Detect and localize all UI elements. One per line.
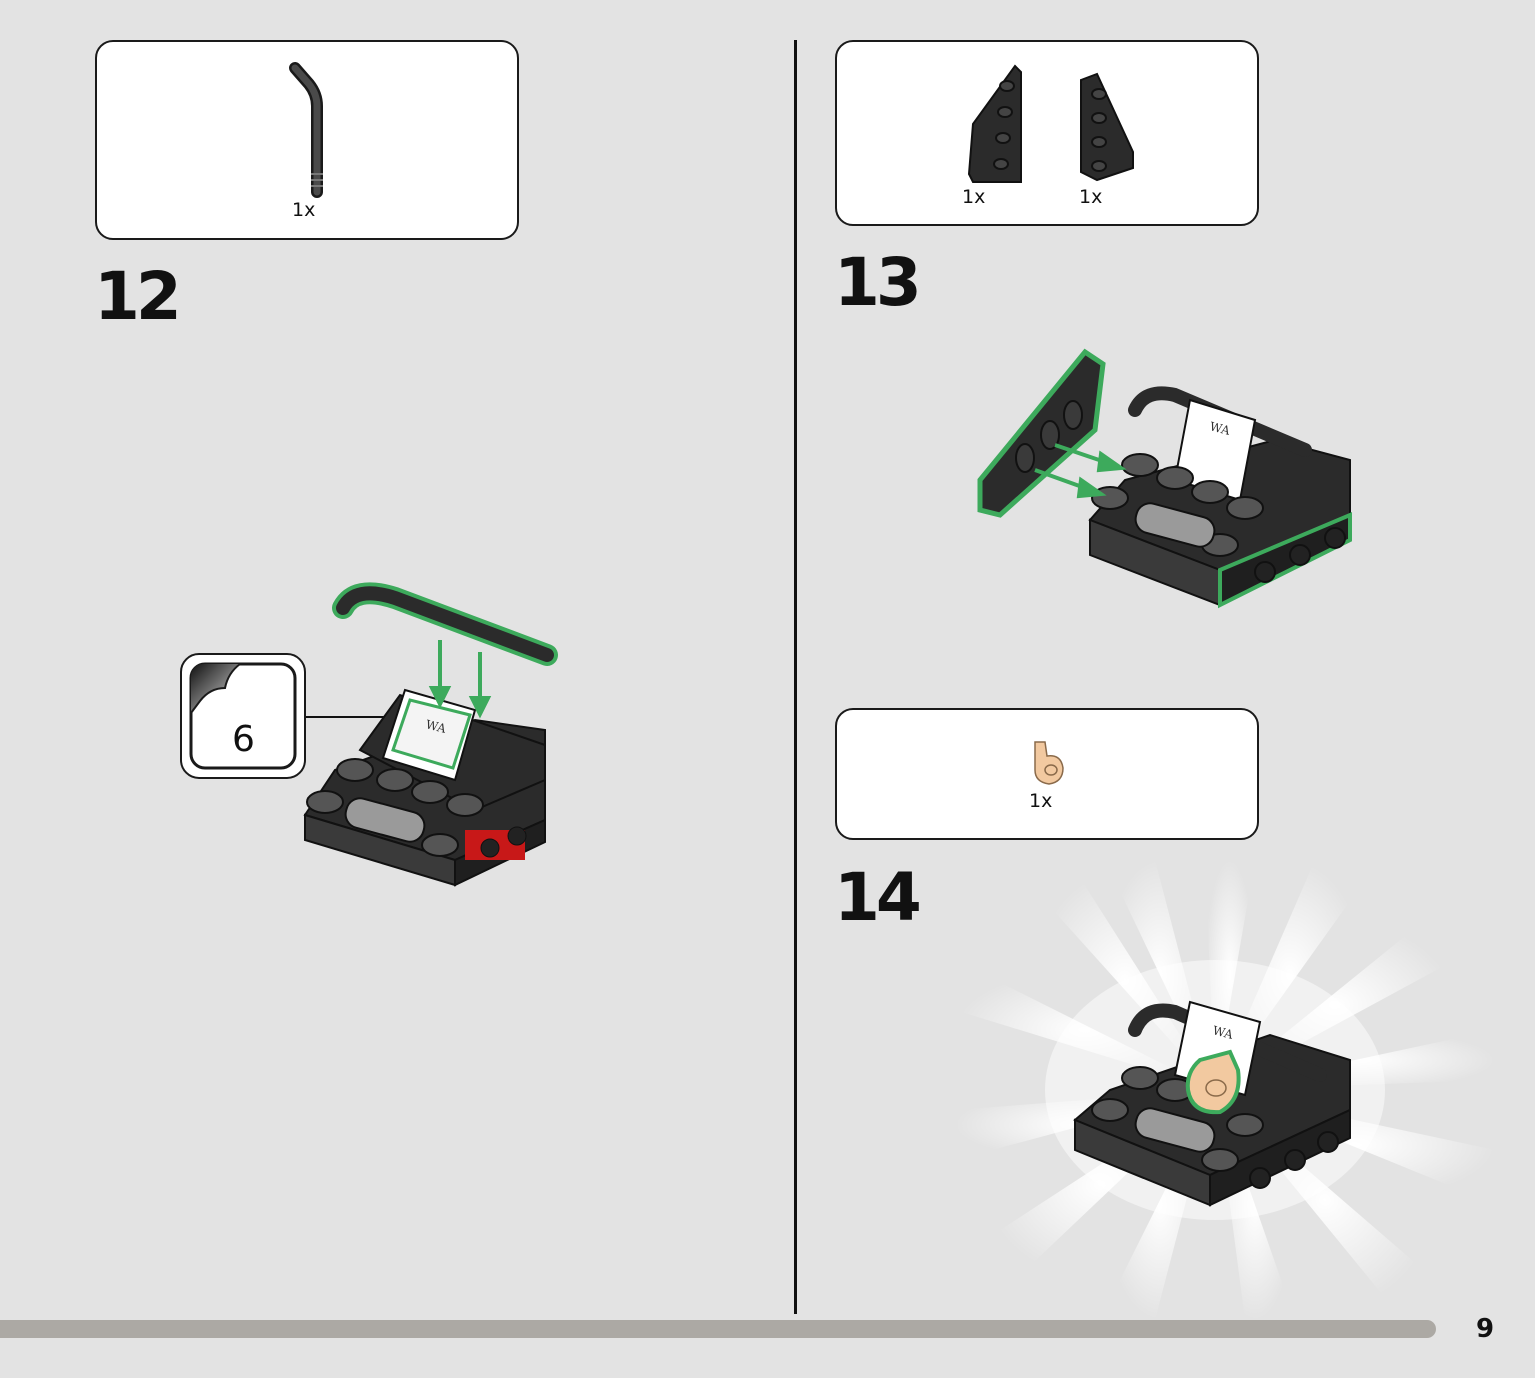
curved-bar-icon [289, 62, 323, 198]
column-divider [794, 40, 797, 1314]
part-quantity: 1x [962, 186, 986, 208]
sticker-sheet-icon [180, 653, 181, 654]
model-step-14: WA [1073, 1000, 1351, 1207]
svg-text:WA: WA [1208, 419, 1232, 438]
svg-text:WA: WA [1211, 1023, 1235, 1042]
svg-text:WA: WA [424, 717, 448, 736]
sticker-callout: 6 [180, 653, 306, 779]
model-step-13: WA [977, 348, 1352, 609]
step-number-12: 12 [94, 258, 182, 335]
parts-box-step-14: 1x [835, 708, 1259, 840]
parts-box-step-13: 1x 1x [835, 40, 1259, 226]
model-step-12: WA [303, 582, 558, 887]
page-number: 9 [1476, 1314, 1495, 1344]
step-number-14: 14 [834, 859, 922, 936]
part-quantity: 1x [1029, 790, 1053, 812]
part-quantity: 1x [292, 199, 316, 221]
part-quantity: 1x [1079, 186, 1103, 208]
sticker-number: 6 [232, 719, 255, 760]
progress-bar [0, 1320, 1436, 1338]
step-number-13: 13 [834, 244, 922, 321]
wedge-plate-left-icon [967, 64, 1022, 183]
sticker-callout-frame [180, 653, 306, 779]
parts-box-step-12: 1x [95, 40, 519, 240]
minifig-hand-icon [1034, 741, 1064, 785]
wedge-plate-right-icon [1080, 72, 1134, 182]
